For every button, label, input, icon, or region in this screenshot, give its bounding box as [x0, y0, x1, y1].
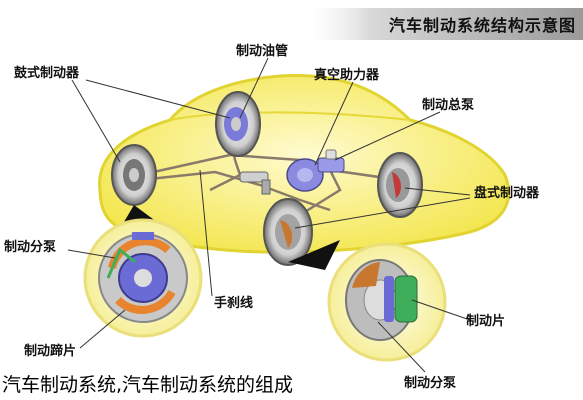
page-caption: 汽车制动系统,汽车制动系统的组成 [2, 374, 294, 396]
label-drum-brake: 鼓式制动器 [14, 66, 80, 81]
label-brake-line: 制动油管 [236, 44, 289, 59]
label-brake-shoe: 制动蹄片 [24, 344, 77, 359]
diagram-title: 汽车制动系统结构示意图 [388, 16, 576, 35]
label-brake-pad: 制动片 [466, 314, 506, 329]
front-right-wheel [377, 152, 423, 218]
label-handbrake-cable: 手刹线 [214, 296, 254, 311]
label-disc-brake: 盘式制动器 [474, 186, 540, 201]
rear-right-wheel [215, 91, 261, 157]
disc-brake-callout [288, 240, 447, 362]
front-left-wheel [263, 198, 313, 266]
brake-pedal-assembly [239, 171, 271, 195]
label-master-cylinder: 制动总泵 [422, 98, 475, 113]
leader-lines [67, 57, 471, 373]
label-caliper: 制动分泵 [404, 376, 457, 391]
rear-left-wheel [111, 144, 157, 206]
label-wheel-cylinder-left: 制动分泵 [4, 240, 57, 255]
master-cylinder [317, 149, 345, 173]
vacuum-booster [286, 158, 324, 192]
label-vacuum-booster: 真空助力器 [314, 68, 380, 83]
title-banner [300, 8, 583, 40]
drum-brake-callout [83, 205, 203, 338]
